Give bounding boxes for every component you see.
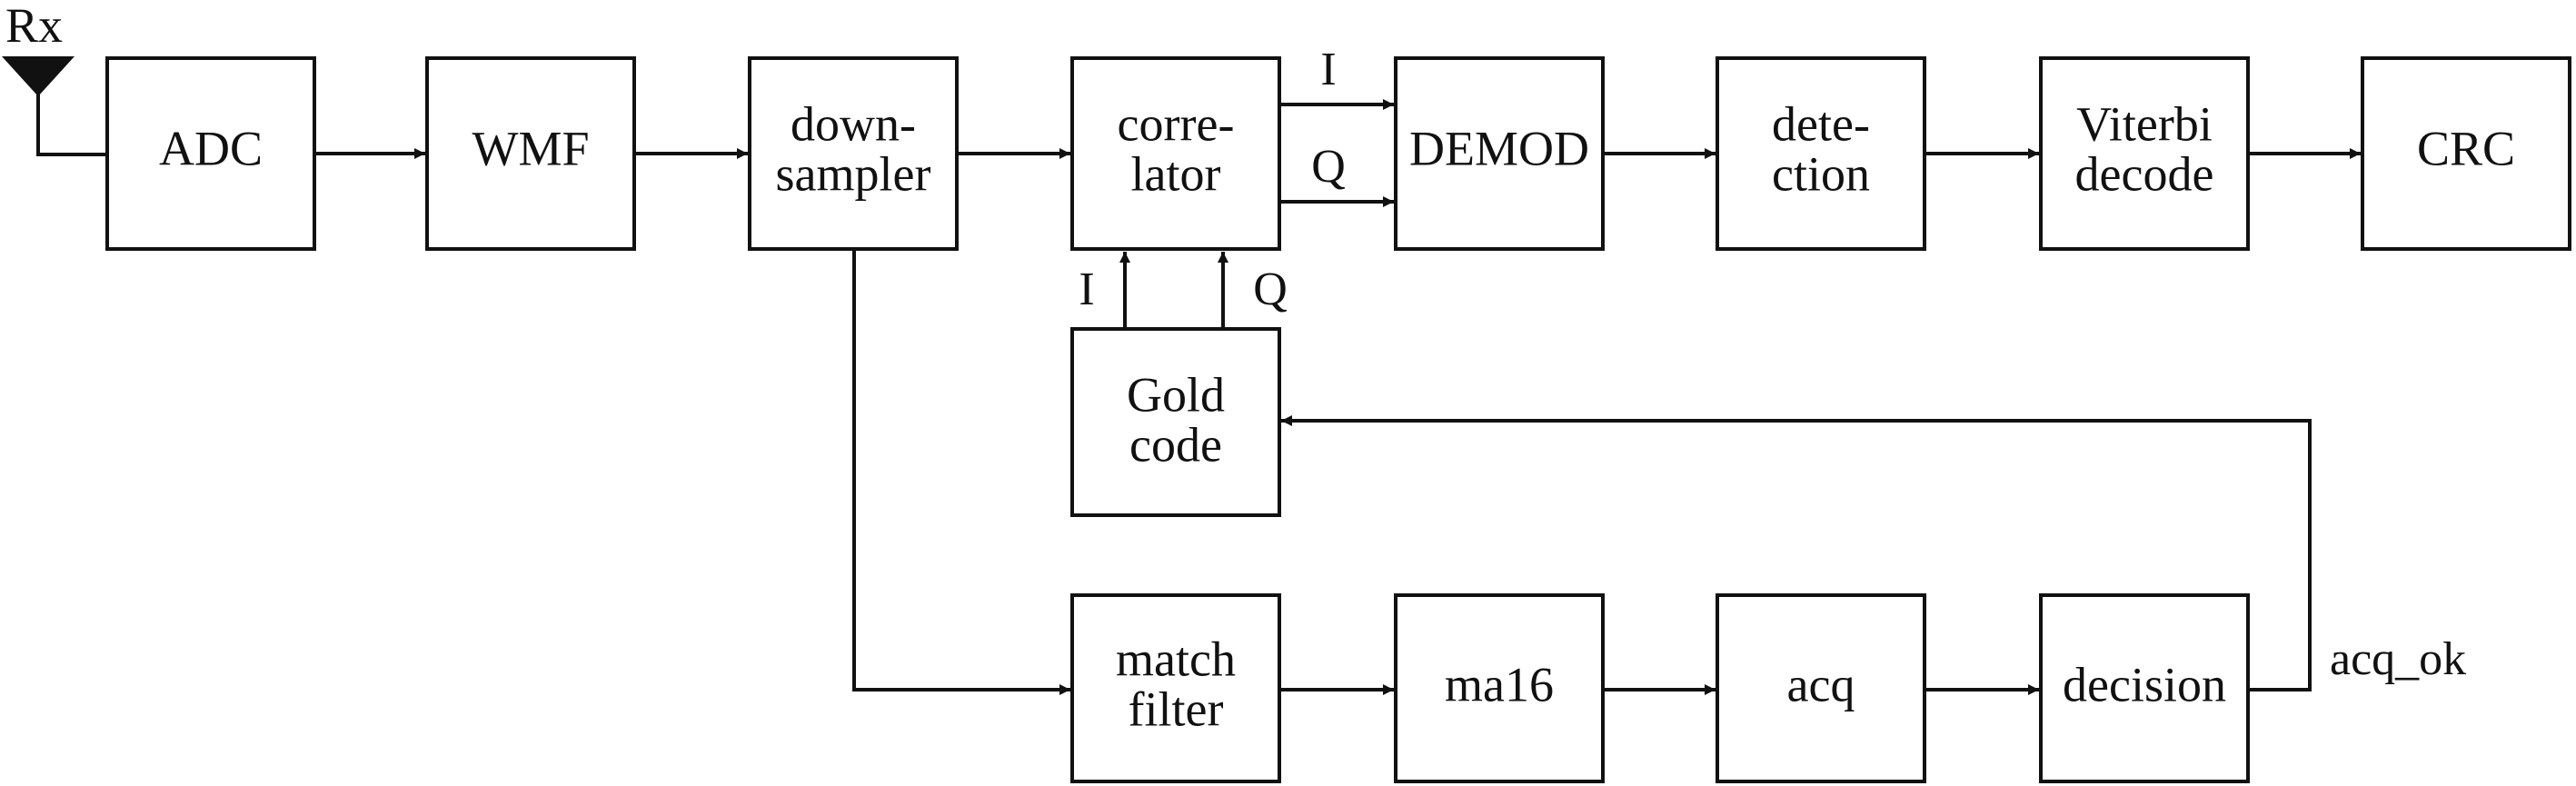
decision-label: decision — [2063, 657, 2226, 711]
crc-block: CRC — [2361, 56, 2571, 251]
wmf-label: WMF — [472, 121, 589, 175]
detection-label-line2: ction — [1772, 146, 1870, 201]
viterbi-decode-block: Viterbi decode — [2039, 56, 2250, 251]
gold-q-input-label: Q — [1253, 264, 1288, 315]
crc-label: CRC — [2417, 121, 2515, 175]
arrow-downsampler-to-match-filter — [852, 249, 1070, 695]
correlator-label-line1: corre- — [1118, 96, 1235, 151]
gold-code-block: Gold code — [1070, 327, 1281, 517]
downsampler-label-line1: down- — [791, 96, 916, 151]
antenna-label: Rx — [5, 0, 63, 53]
match-filter-label-line1: match — [1116, 632, 1236, 686]
acq-block: acq — [1716, 593, 1926, 783]
correlator-q-output-label: Q — [1311, 141, 1346, 193]
downsampler-label-line2: sampler — [776, 146, 931, 201]
decision-block: decision — [2039, 593, 2250, 783]
acq-ok-label: acq_ok — [2330, 633, 2466, 685]
gold-code-label-line1: Gold — [1127, 367, 1225, 422]
gold-code-label-line2: code — [1129, 417, 1222, 472]
detection-label-line1: dete- — [1772, 96, 1870, 151]
correlator-block: corre- lator — [1070, 56, 1281, 251]
adc-label: ADC — [159, 121, 263, 175]
demod-label: DEMOD — [1409, 121, 1589, 175]
match-filter-label-line2: filter — [1129, 682, 1224, 736]
ma16-block: ma16 — [1394, 593, 1605, 783]
demod-block: DEMOD — [1394, 56, 1605, 251]
antenna-icon — [2, 56, 107, 156]
correlator-label-line2: lator — [1131, 146, 1221, 201]
match-filter-block: match filter — [1070, 593, 1281, 783]
correlator-i-output-label: I — [1320, 44, 1336, 95]
acq-label: acq — [1787, 657, 1855, 711]
gold-i-input-label: I — [1079, 264, 1094, 315]
viterbi-label-line2: decode — [2075, 146, 2214, 201]
viterbi-label-line1: Viterbi — [2076, 96, 2213, 151]
downsampler-block: down- sampler — [748, 56, 959, 251]
detection-block: dete- ction — [1716, 56, 1926, 251]
wmf-block: WMF — [425, 56, 636, 251]
arrow-acq-ok-feedback-to-gold-code — [1281, 415, 2312, 691]
ma16-label: ma16 — [1445, 657, 1554, 711]
adc-block: ADC — [105, 56, 316, 251]
